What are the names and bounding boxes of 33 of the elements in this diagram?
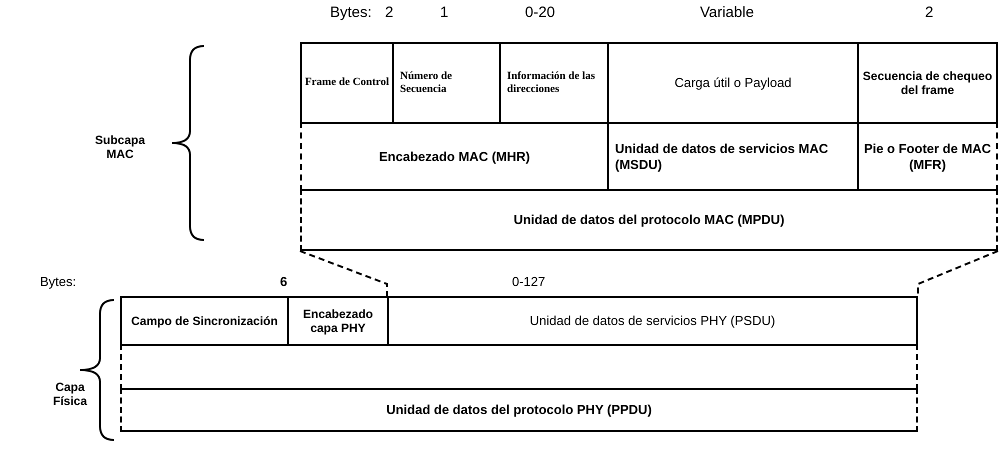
byte-size-label: 6 [280,274,288,289]
byte-size-label: 0-20 [525,4,556,21]
frame-box [300,189,998,251]
field-label: Encabezado capa PHY [302,306,374,336]
layer-label: Subcapa MAC [94,133,146,161]
field-label: Información de las direcciones [507,70,596,96]
field-label: Secuencia de chequeo del frame [862,68,994,98]
empty-box [120,344,918,390]
field-box [857,42,998,124]
frame-box [120,388,918,432]
byte-size-label: Bytes: [40,274,76,289]
field-label: Pie o Footer de MAC (MFR) [862,140,992,172]
field-box [300,42,394,124]
field-label: Unidad de datos del protocolo MAC (MPDU) [514,212,784,228]
field-label: Unidad de datos de servicios MAC (MSDU) [615,140,830,172]
byte-size-label: 2 [925,4,934,21]
layer-label: Capa Física [52,380,88,408]
field-label: Carga útil o Payload [674,75,792,91]
byte-size-label: Bytes: [330,4,372,21]
field-label: Frame de Control [304,76,390,90]
byte-size-label: 1 [440,4,448,21]
field-label: Unidad de datos de servicios PHY (PSDU) [530,313,776,329]
byte-size-label: Variable [700,4,754,21]
payload-box [387,296,918,346]
byte-size-label: 2 [385,4,394,21]
field-label: Unidad de datos del protocolo PHY (PPDU) [386,402,652,418]
projection-line [917,250,998,296]
byte-size-label: 0-127 [512,274,546,289]
projection-line [300,250,388,296]
field-label: Número de Secuencia [400,70,454,96]
field-label: Encabezado MAC (MHR) [379,148,530,164]
field-label: Campo de Sincronización [131,314,278,328]
field-box [120,296,289,346]
